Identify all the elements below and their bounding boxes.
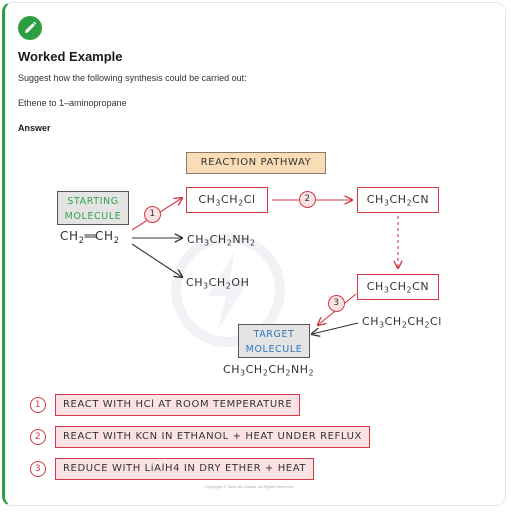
propanenitrile-box: CH3CH2CN (357, 187, 439, 213)
ethylamine-formula: CH3CH2NH2 (187, 233, 256, 248)
propanenitrile-box-2: CH3CH2CN (357, 274, 439, 300)
chloropropane-box: CH3CH2Cl (186, 187, 268, 213)
worked-example-card (2, 2, 506, 506)
step-text: REACT WITH HCl AT ROOM TEMPERATURE (55, 394, 301, 416)
step-circle-3: 3 (328, 295, 345, 312)
step-circle-2: 2 (299, 191, 316, 208)
reaction-text: Ethene to 1–aminopropane (18, 98, 127, 108)
ethene-formula: CH2══CH2 (60, 229, 120, 245)
ethanol-formula: CH3CH2OH (186, 276, 250, 291)
question-text: Suggest how the following synthesis coul… (18, 73, 247, 83)
chloropropane-alt-formula: CH3CH2CH2Cl (362, 315, 442, 330)
step-number: 3 (30, 461, 46, 477)
reaction-pathway-label: REACTION PATHWAY (186, 152, 326, 174)
aminopropane-formula: CH3CH2CH2NH2 (223, 363, 315, 378)
copyright-text: Copyright © Save My Exams. All Rights Re… (205, 484, 294, 489)
starting-molecule-label: STARTING MOLECULE (57, 191, 129, 225)
answer-label: Answer (18, 123, 51, 133)
step-number: 1 (30, 397, 46, 413)
target-molecule-label: TARGET MOLECULE (238, 324, 310, 358)
step-text: REACT WITH KCN IN ETHANOL + HEAT UNDER R… (55, 426, 370, 448)
pencil-icon (18, 16, 42, 40)
step-text: REDUCE WITH LiAlH4 IN DRY ETHER + HEAT (55, 458, 315, 480)
step-number: 2 (30, 429, 46, 445)
step-circle-1: 1 (144, 206, 161, 223)
page-title: Worked Example (18, 49, 123, 64)
watermark-logo (171, 233, 285, 347)
